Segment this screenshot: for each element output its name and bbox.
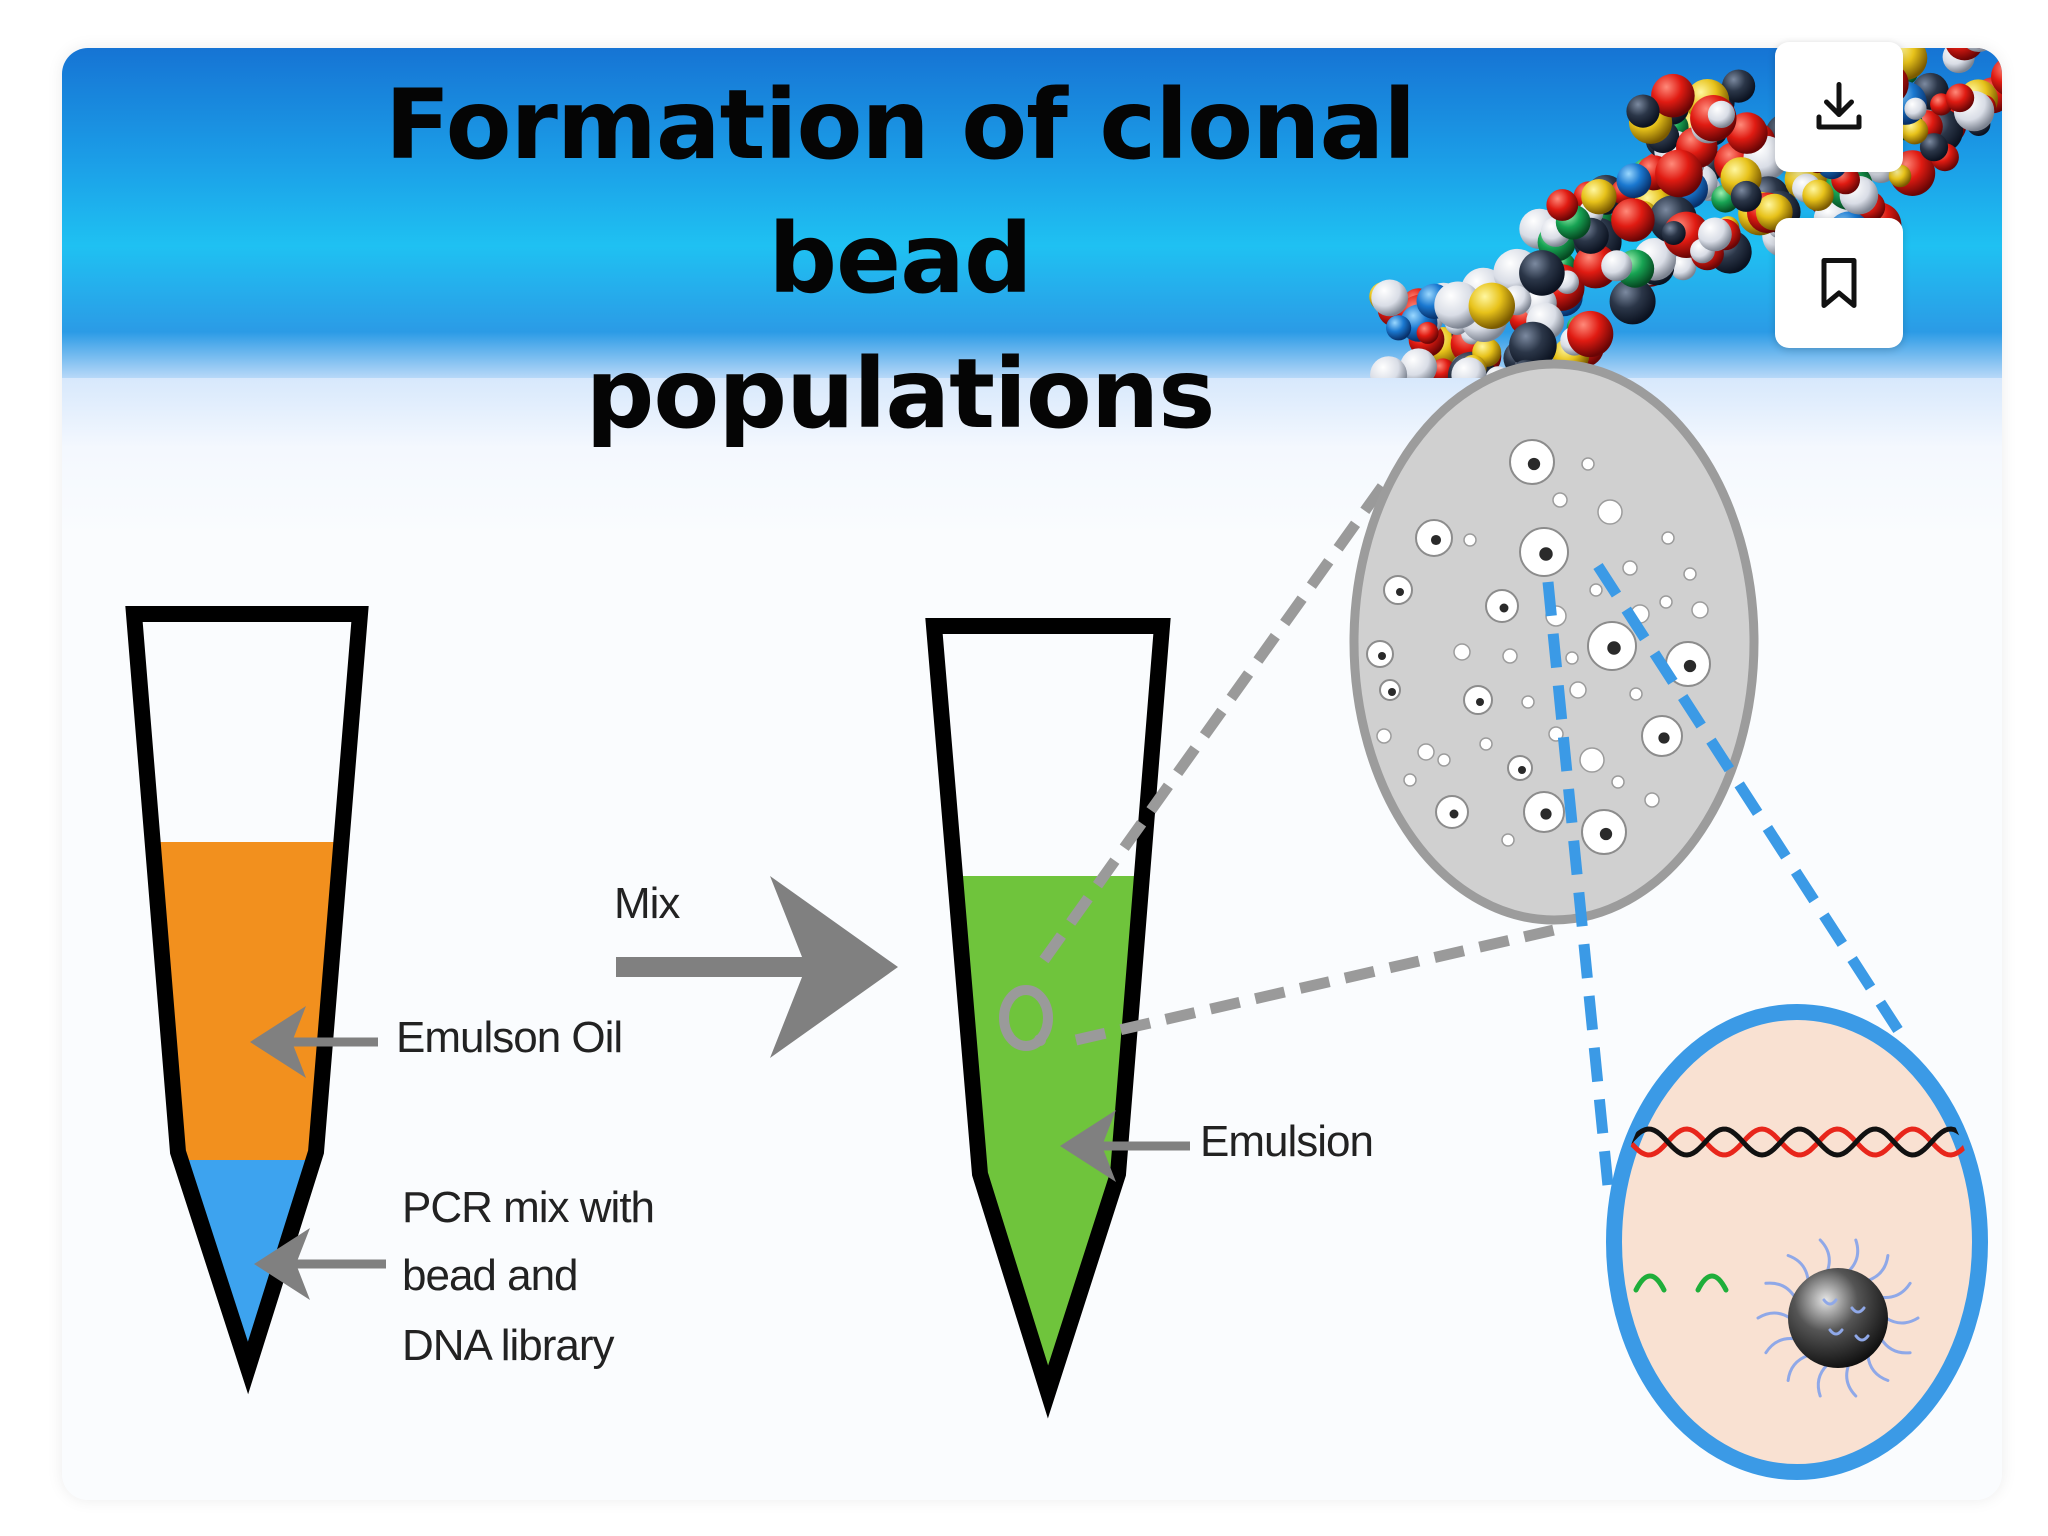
zoom-lines-bead bbox=[1542, 563, 1903, 1187]
empty-droplet bbox=[1644, 792, 1660, 808]
empty-droplet bbox=[1403, 773, 1417, 787]
empty-droplet bbox=[1479, 737, 1493, 751]
label-emulsion: Emulsion bbox=[1200, 1117, 1373, 1166]
primer-strands bbox=[1633, 1273, 1729, 1293]
empty-droplet bbox=[1376, 728, 1392, 744]
empty-droplet bbox=[1569, 681, 1587, 699]
bookmark-button[interactable] bbox=[1775, 218, 1903, 348]
download-button[interactable] bbox=[1775, 42, 1903, 172]
empty-droplet bbox=[1552, 492, 1568, 508]
zoom-lines-droplets bbox=[1039, 480, 1556, 1046]
empty-droplet bbox=[1683, 567, 1697, 581]
label-pcr-line-3: DNA library bbox=[402, 1321, 614, 1370]
title-line-2: populations bbox=[585, 337, 1216, 450]
empty-droplet bbox=[1521, 695, 1535, 709]
download-icon bbox=[1816, 82, 1862, 130]
empty-droplet bbox=[1622, 560, 1638, 576]
arrow-to-oil bbox=[250, 1006, 378, 1078]
empty-droplet bbox=[1548, 726, 1564, 742]
arrow-to-pcr-mix bbox=[254, 1228, 386, 1300]
empty-droplet bbox=[1661, 531, 1675, 545]
label-mix: Mix bbox=[614, 879, 680, 928]
empty-droplet bbox=[1502, 648, 1518, 664]
empty-droplet bbox=[1501, 833, 1515, 847]
label-emulsion-oil: Emulson Oil bbox=[396, 1013, 622, 1062]
empty-droplet bbox=[1691, 601, 1709, 619]
empty-droplet bbox=[1611, 775, 1625, 789]
empty-droplet bbox=[1579, 747, 1605, 773]
empty-droplet bbox=[1453, 643, 1471, 661]
capture-bead bbox=[1756, 1238, 1920, 1398]
bookmark-icon bbox=[1821, 258, 1857, 308]
label-pcr-line-2: bead and bbox=[402, 1251, 578, 1300]
empty-droplet bbox=[1417, 743, 1435, 761]
mix-arrow bbox=[616, 876, 898, 1058]
empty-droplet bbox=[1565, 651, 1579, 665]
empty-droplet bbox=[1463, 533, 1477, 547]
page-title: Formation of clonal bead populations bbox=[250, 58, 1550, 461]
empty-droplet bbox=[1659, 595, 1673, 609]
bead-zoom-view bbox=[1606, 1004, 1988, 1480]
title-line-1: Formation of clonal bead bbox=[384, 69, 1416, 316]
empty-droplet bbox=[1589, 583, 1603, 597]
empty-droplet bbox=[1581, 457, 1595, 471]
empty-droplet bbox=[1437, 753, 1451, 767]
arrow-to-emulsion bbox=[1060, 1110, 1190, 1182]
droplet-marker bbox=[999, 985, 1053, 1051]
empty-droplet bbox=[1597, 499, 1623, 525]
oil-layer bbox=[134, 842, 360, 1160]
empty-droplet bbox=[1629, 687, 1643, 701]
tube-oil-pcr bbox=[125, 606, 369, 1395]
label-pcr-line-1: PCR mix with bbox=[402, 1183, 654, 1232]
dna-double-helix bbox=[1628, 1126, 1971, 1158]
